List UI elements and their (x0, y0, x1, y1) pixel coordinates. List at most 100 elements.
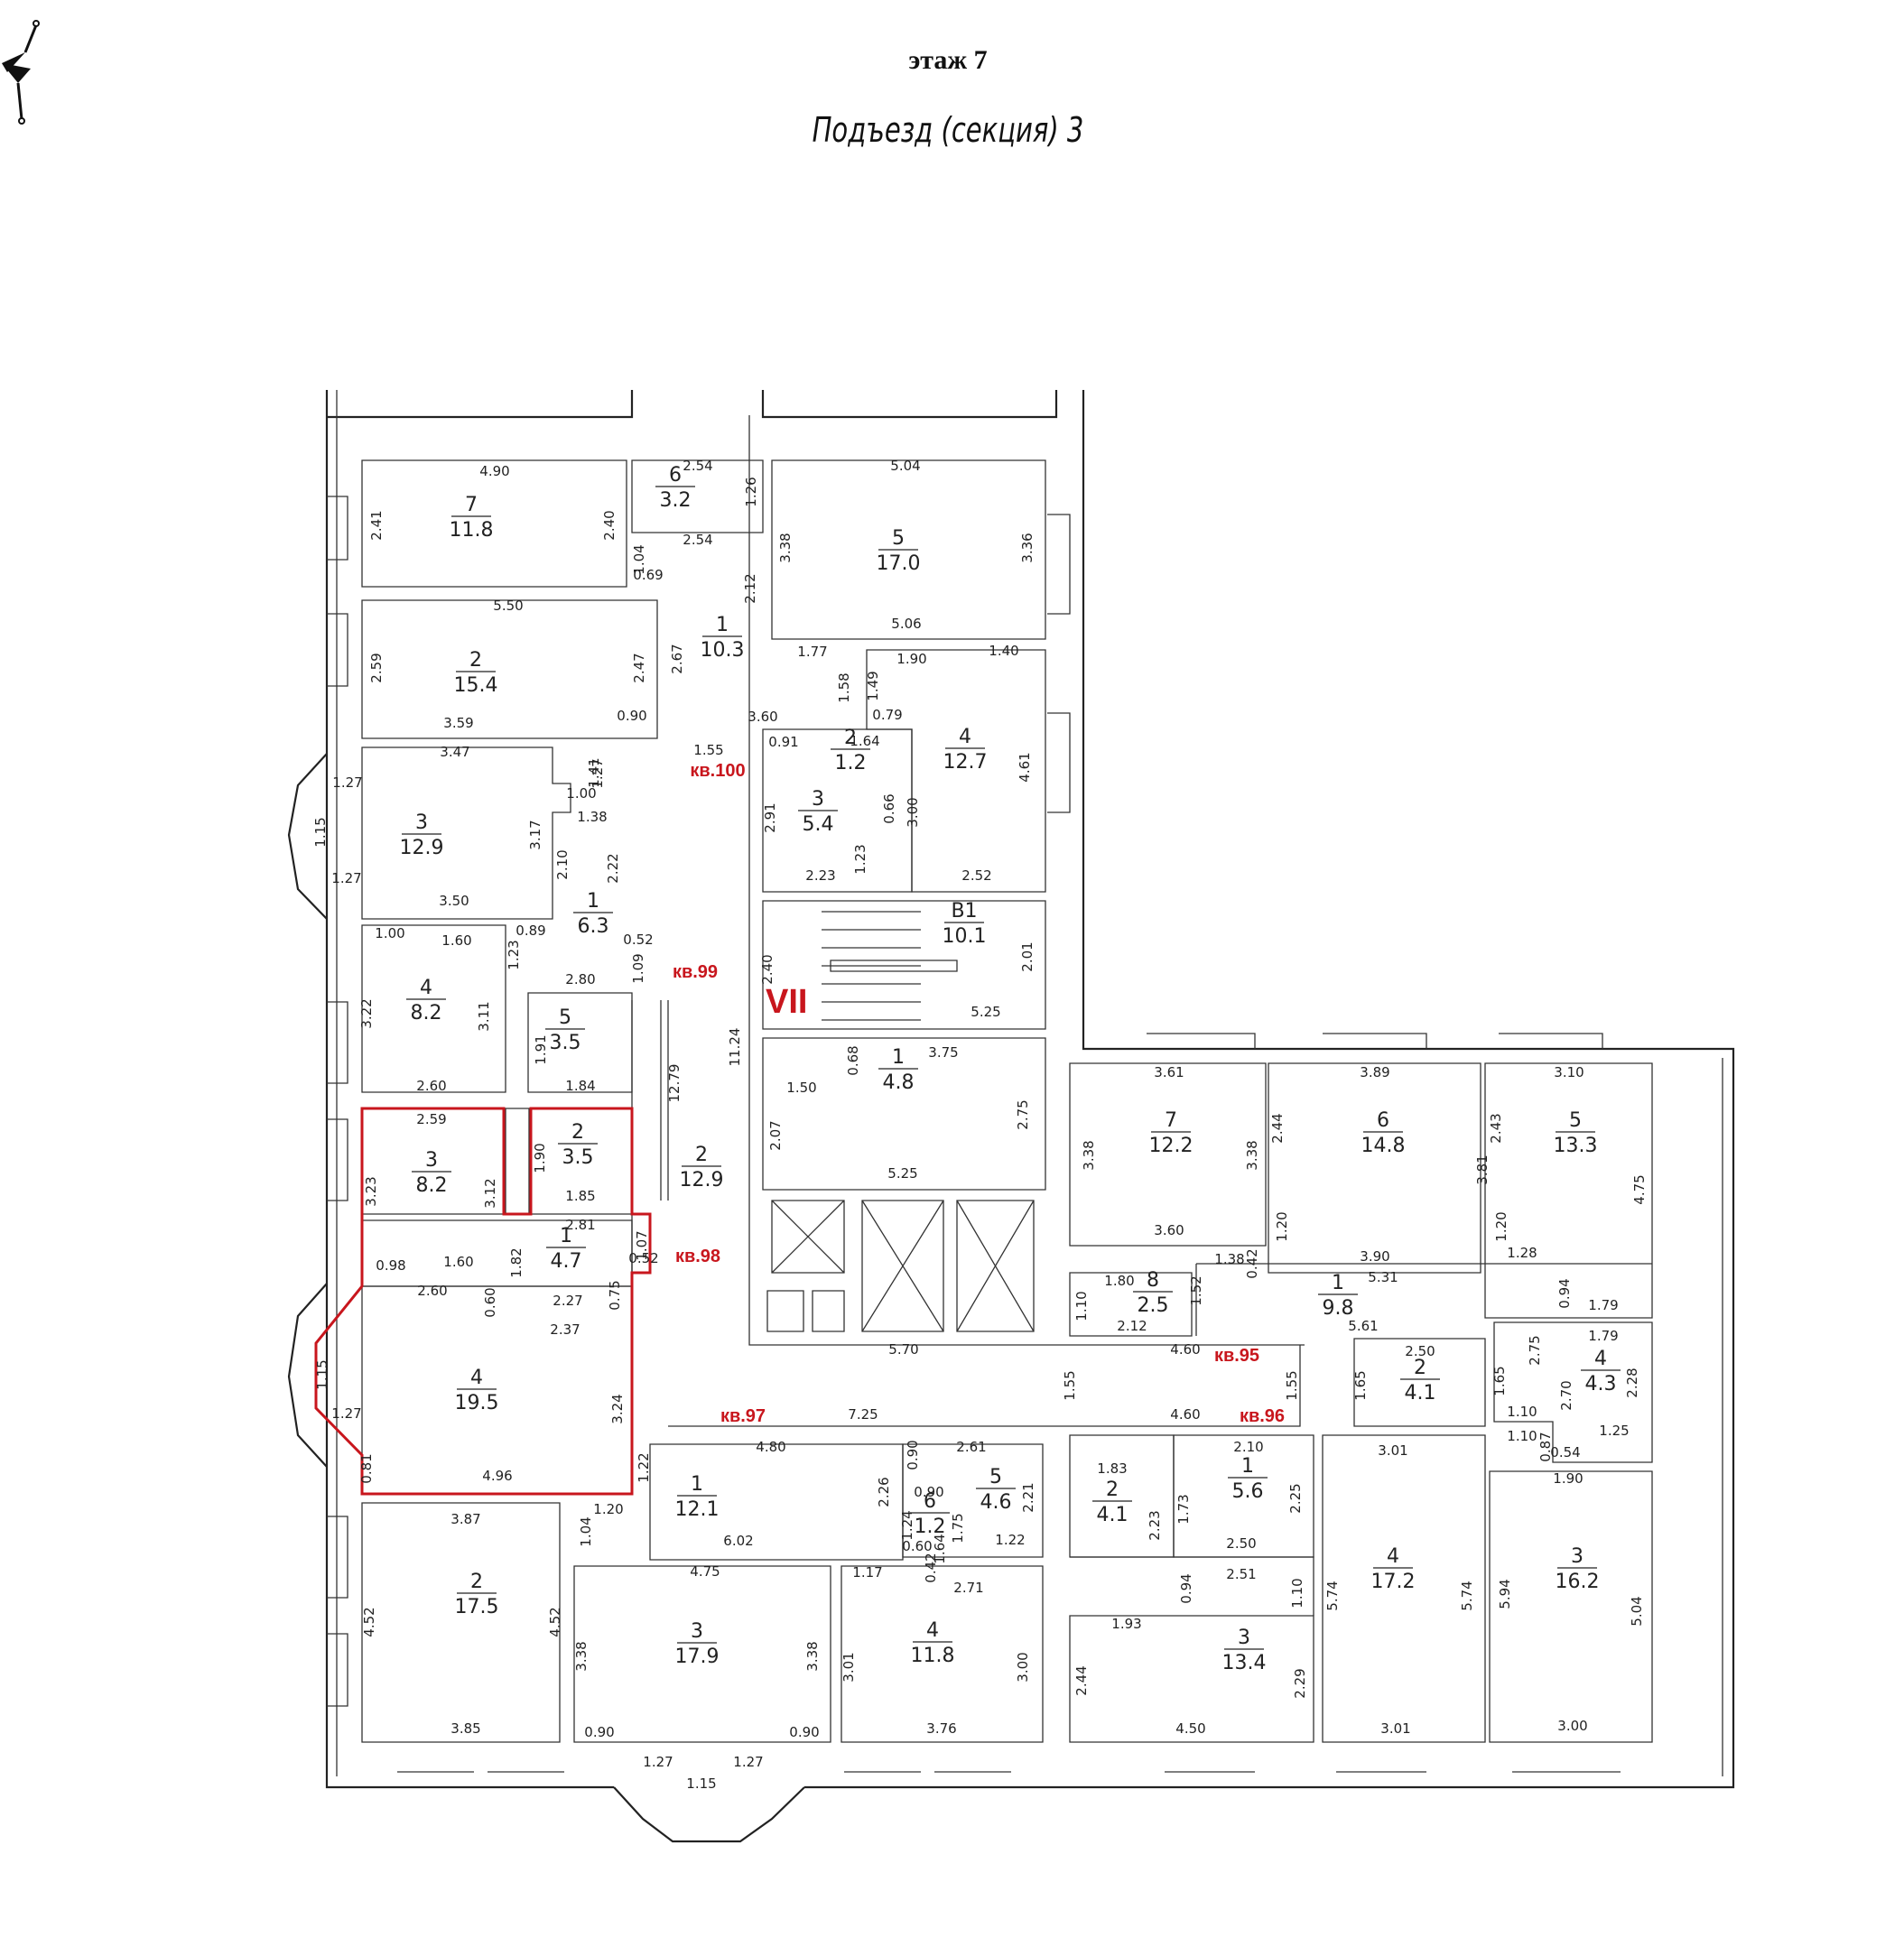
dimension-label: 2.54 (683, 458, 712, 474)
dimension-label: 2.59 (368, 653, 385, 682)
dimension-label: 3.38 (777, 533, 794, 562)
dimension-label: 1.27 (332, 774, 362, 791)
room-area: 4.1 (1097, 1504, 1128, 1526)
dimension-label: 0.94 (1556, 1278, 1573, 1308)
room-label: 23.5 (558, 1121, 598, 1169)
dimension-label: 1.23 (852, 844, 868, 874)
dimension-label: 4.50 (1175, 1720, 1205, 1737)
room-number: 8 (1147, 1269, 1159, 1292)
dimension-label: 1.00 (566, 785, 596, 802)
room-area: 3.2 (660, 489, 692, 512)
dimension-label: 3.17 (527, 820, 543, 849)
dimension-label: 0.69 (633, 567, 663, 583)
dimension-label: 3.00 (905, 797, 921, 827)
dimension-label: 4.52 (547, 1607, 563, 1636)
room-label: 313.4 (1222, 1627, 1267, 1674)
dimension-label: 2.25 (1287, 1483, 1304, 1513)
dimension-label: 2.26 (876, 1477, 892, 1507)
dimension-label: 3.60 (1154, 1222, 1184, 1238)
room-label: 212.9 (680, 1144, 724, 1191)
dimension-label: 1.09 (630, 953, 646, 983)
dimension-label: 4.96 (482, 1468, 512, 1484)
room-number: 1 (560, 1225, 572, 1247)
dimension-label: 2.22 (605, 853, 621, 883)
dimension-label: 1.40 (989, 643, 1018, 659)
dimension-label: 3.61 (1154, 1064, 1184, 1080)
dimension-label: 0.90 (789, 1724, 819, 1740)
room-number: 1 (1332, 1272, 1344, 1294)
dimension-label: 1.84 (565, 1078, 595, 1094)
dimension-label: 2.50 (1405, 1343, 1435, 1359)
room-area: 16.2 (1556, 1571, 1600, 1593)
dimension-label: 1.10 (1507, 1404, 1537, 1420)
dimension-label: 3.01 (841, 1652, 857, 1682)
room-label: 53.5 (545, 1006, 585, 1054)
room-label: 614.8 (1361, 1109, 1406, 1157)
dimension-label: 0.79 (872, 707, 902, 723)
dimension-label: 2.54 (683, 532, 712, 548)
room-label: 711.8 (450, 494, 494, 542)
room-label: 112.1 (675, 1473, 720, 1521)
dimension-label: 3.10 (1554, 1064, 1584, 1080)
room-label: 54.6 (976, 1466, 1016, 1514)
dimension-label: 5.25 (887, 1165, 917, 1182)
room-area: 8.2 (416, 1174, 448, 1197)
room-number: 5 (1569, 1109, 1582, 1132)
room-label: 712.2 (1149, 1109, 1193, 1157)
dimension-label: 5.74 (1324, 1581, 1341, 1610)
dimension-label: 2.40 (601, 510, 618, 540)
room-label: 48.2 (406, 977, 446, 1024)
dimension-label: 12.79 (666, 1064, 683, 1103)
room-area: 13.4 (1222, 1652, 1267, 1674)
dimension-label: 2.71 (953, 1580, 983, 1596)
dimension-label: 1.20 (1274, 1211, 1290, 1241)
room-label: 317.9 (675, 1620, 720, 1668)
room-label: 411.8 (911, 1619, 955, 1667)
dimension-label: 3.38 (1244, 1140, 1260, 1170)
dimension-label: 0.81 (358, 1453, 375, 1483)
dimension-label: 1.90 (896, 651, 926, 667)
dimension-label: 1.24 (899, 1510, 915, 1540)
dimension-label: 2.21 (1020, 1482, 1036, 1512)
room-label: 412.7 (943, 726, 988, 774)
dimension-label: 3.90 (1360, 1248, 1389, 1265)
dimension-label: 3.38 (1081, 1140, 1097, 1170)
room-area: 12.7 (943, 751, 988, 774)
room-label: 215.4 (454, 649, 498, 697)
room-label: 316.2 (1556, 1545, 1600, 1593)
room-number: 5 (559, 1006, 571, 1029)
dimension-label: 0.54 (1550, 1444, 1580, 1460)
dimension-label: 3.36 (1019, 533, 1036, 562)
room-number: 2 (1414, 1357, 1426, 1379)
room-area: 14.8 (1361, 1135, 1406, 1157)
dimension-label: 5.94 (1497, 1579, 1513, 1609)
room-number: 2 (469, 649, 482, 672)
dimension-label: 2.60 (416, 1078, 446, 1094)
dimension-label: 3.00 (1557, 1718, 1587, 1734)
dimension-label: 1.49 (865, 671, 881, 700)
dimension-label: 1.15 (686, 1775, 716, 1792)
room-number: 6 (1377, 1109, 1389, 1132)
dimension-label: 0.60 (482, 1287, 498, 1317)
dimension-label: 2.23 (805, 867, 835, 884)
room-label: 24.1 (1092, 1479, 1132, 1526)
room-label: 14.8 (878, 1046, 918, 1094)
dimension-label: 2.70 (1558, 1380, 1574, 1410)
room-label: 44.3 (1581, 1348, 1621, 1395)
dimension-label: 2.12 (742, 573, 758, 603)
room-number: 5 (989, 1466, 1002, 1488)
dimension-label: 0.90 (617, 708, 646, 724)
room-label: 417.2 (1371, 1545, 1416, 1593)
room-number: 1 (716, 614, 729, 636)
dimension-label: 1.73 (1175, 1494, 1192, 1524)
room-label: 513.3 (1554, 1109, 1598, 1157)
dimension-label: 4.61 (1017, 752, 1033, 782)
room-label: 38.2 (412, 1149, 451, 1197)
dimension-label: 1.20 (593, 1501, 623, 1517)
dimension-label: 0.66 (881, 793, 897, 823)
dimension-label: 3.01 (1380, 1720, 1410, 1737)
dimension-label: 3.01 (1378, 1442, 1407, 1459)
dimension-label: 1.55 (693, 742, 723, 758)
dimension-label: 3.85 (450, 1720, 480, 1737)
